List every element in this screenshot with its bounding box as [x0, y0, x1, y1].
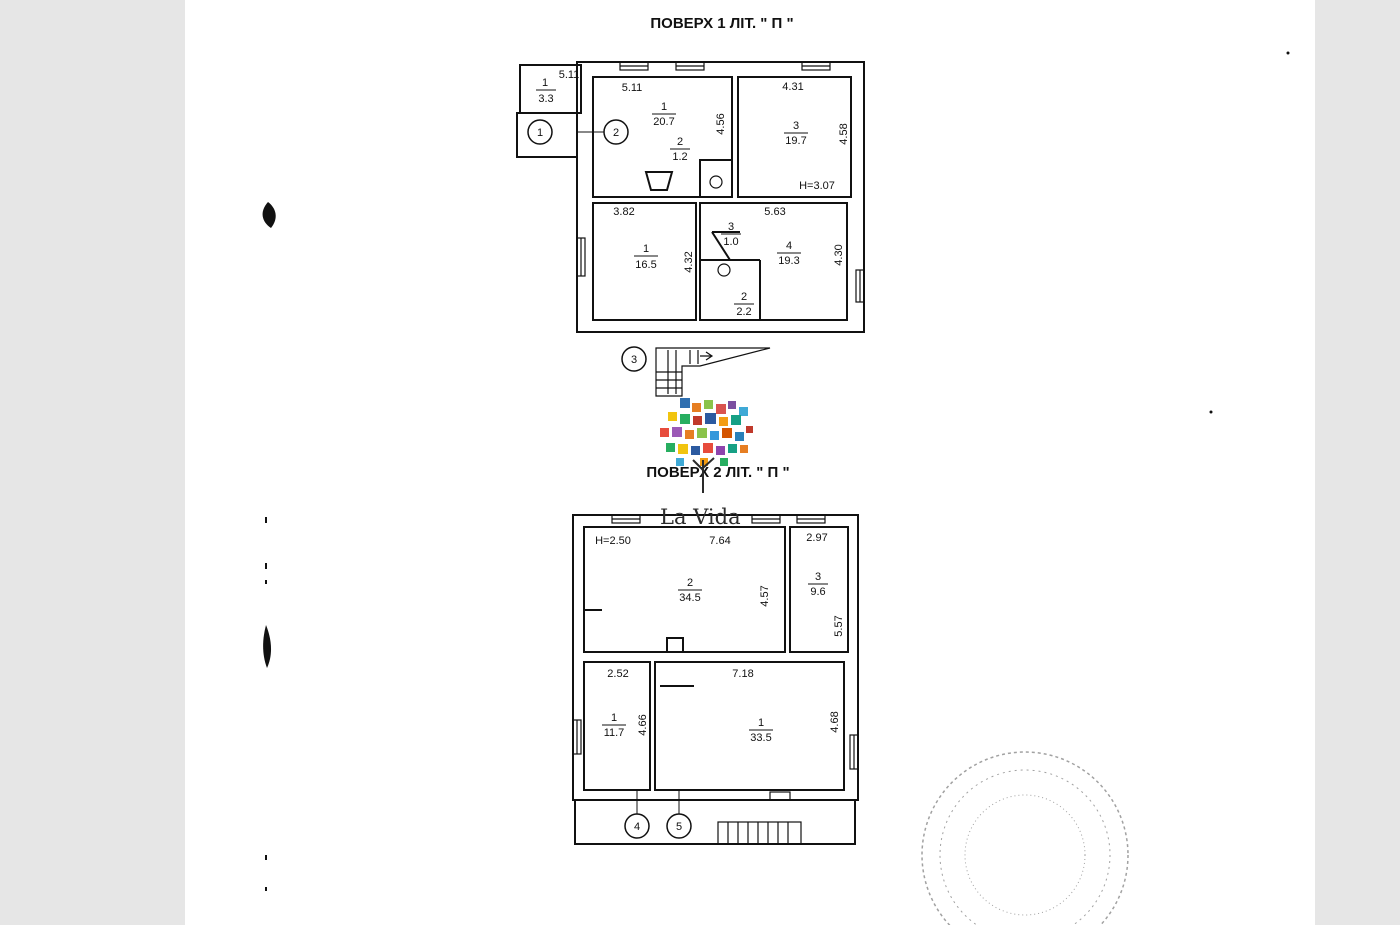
room-number: 3	[793, 120, 799, 132]
floor1-room-2: 2 1.2	[670, 136, 690, 163]
floor2-room-1a: 1 11.7	[602, 712, 626, 739]
dimension-label: 7.18	[732, 668, 753, 680]
floor2-room-3: 3 9.6	[808, 571, 828, 598]
marker-4: 4	[624, 790, 650, 839]
marker-1: 1	[527, 119, 553, 145]
dimension-label: 4.31	[782, 81, 803, 93]
dimension-label: 4.58	[838, 123, 850, 144]
official-stamp	[921, 751, 1129, 925]
floor2-windows	[572, 514, 859, 801]
room-number: 4	[786, 240, 792, 252]
room-number: 2	[677, 136, 683, 148]
floor2-dimensions: H=2.50 7.64 4.57 2.97 5.57 2.52 4.66 7.1…	[595, 532, 845, 736]
room-number: 2	[687, 577, 693, 589]
marker-number: 4	[634, 821, 640, 833]
floor1-room-1a: 1 3.3	[536, 77, 556, 105]
room-number: 1	[758, 717, 764, 729]
floor1-room-4: 4 19.3	[777, 240, 801, 267]
la-vida-tree-logo	[660, 398, 753, 493]
floor1-dimensions: 5.11 5.11 4.56 4.31 4.58 H=3.07 3.82 4.3…	[559, 69, 850, 273]
dimension-label: 4.66	[637, 714, 649, 735]
dimension-label: 4.30	[833, 244, 845, 265]
dimension-label: 7.64	[709, 535, 730, 547]
floor1-walls	[516, 61, 865, 333]
floor2-room-1b: 1 33.5	[749, 717, 773, 744]
room-number: 2	[741, 291, 747, 303]
room-number: 1	[611, 712, 617, 724]
dimension-label: 5.11	[559, 69, 580, 81]
brand-name: La Vida	[660, 505, 741, 529]
room-number: 1	[542, 77, 548, 89]
plan-sheet	[185, 0, 1315, 925]
floor2-title: ПОВЕРХ 2 ЛІТ. " П "	[646, 464, 789, 481]
room-area: 3.3	[538, 93, 553, 105]
marker-number: 1	[537, 127, 543, 139]
dimension-label: 4.56	[715, 113, 727, 134]
floor1-room-1b: 1 16.5	[634, 243, 658, 271]
floor1-title: ПОВЕРХ 1 ЛІТ. " П "	[650, 15, 793, 32]
marker-number: 2	[613, 127, 619, 139]
dimension-label: 5.57	[833, 615, 845, 636]
room-area: 16.5	[635, 259, 656, 271]
floor2-stairs	[717, 821, 802, 845]
room-area: 19.7	[785, 135, 806, 147]
room-area: 33.5	[750, 732, 771, 744]
dimension-label: 2.52	[607, 668, 628, 680]
room-area: 9.6	[810, 586, 825, 598]
floor1-room-2b: 2 2.2	[734, 291, 754, 318]
room-area: 20.7	[653, 116, 674, 128]
dimension-label: 2.97	[806, 532, 827, 544]
floor1-windows	[576, 61, 865, 303]
marker-3: 3	[621, 346, 647, 372]
dimension-label: 3.82	[613, 206, 634, 218]
room-area: 34.5	[679, 592, 700, 604]
dimension-label: 4.57	[759, 585, 771, 606]
floor1-room-3b: 3 1.0	[721, 221, 741, 248]
room-area: 2.2	[736, 306, 751, 318]
dimension-label: 5.63	[764, 206, 785, 218]
room-area: 19.3	[778, 255, 799, 267]
ceiling-height: H=2.50	[595, 535, 631, 547]
floor2-room-2: 2 34.5	[678, 577, 702, 604]
marker-2: 2	[577, 119, 629, 145]
dimension-label: 4.32	[683, 251, 695, 272]
ceiling-height: H=3.07	[799, 180, 835, 192]
dimension-label: 5.11	[622, 82, 643, 94]
room-number: 3	[728, 221, 734, 233]
marker-number: 3	[631, 354, 637, 366]
floor1-stairs	[655, 347, 771, 397]
floor1-room-3: 3 19.7	[784, 120, 808, 147]
scan-marks	[262, 51, 1290, 891]
dimension-label: 4.68	[829, 711, 841, 732]
marker-number: 5	[676, 821, 682, 833]
marker-5: 5	[666, 790, 692, 839]
room-number: 1	[661, 101, 667, 113]
floor1-room-1: 1 20.7	[652, 101, 676, 128]
room-area: 11.7	[604, 727, 625, 739]
room-area: 1.0	[723, 236, 738, 248]
room-number: 3	[815, 571, 821, 583]
room-area: 1.2	[672, 151, 687, 163]
floor2-walls	[572, 514, 859, 845]
room-number: 1	[643, 243, 649, 255]
